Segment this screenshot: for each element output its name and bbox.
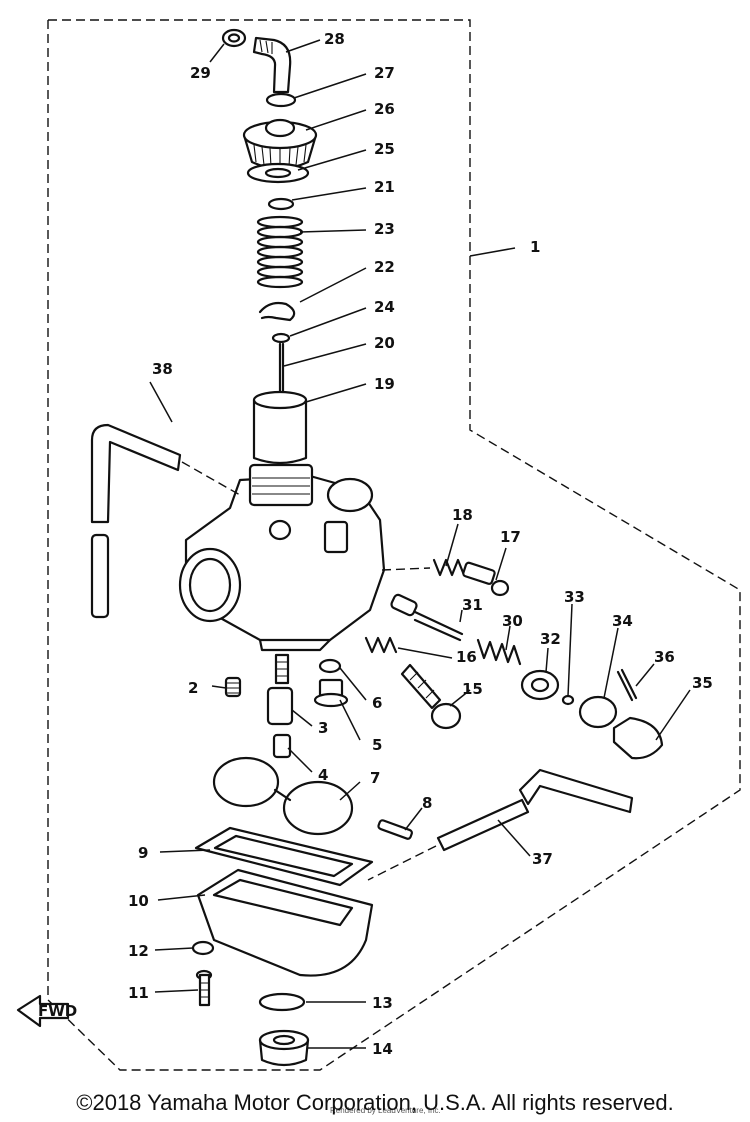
callout-15: 15 [462, 680, 483, 698]
forward-arrow-label: FWD [38, 1002, 77, 1020]
part-31-starter-plunger [390, 593, 464, 642]
callout-17: 17 [500, 528, 521, 546]
callout-26: 26 [374, 100, 395, 118]
leader-38-to-body [181, 461, 241, 496]
part-22-needle-holder [258, 301, 296, 322]
callout-23: 23 [374, 220, 395, 238]
part-18-spring [432, 558, 466, 577]
callout-28: 28 [324, 30, 345, 48]
callout-33: 33 [564, 588, 585, 606]
part-4-main-jet [272, 733, 292, 759]
part-15-screw [400, 663, 462, 730]
part-25-gasket [246, 162, 310, 184]
forward-arrow-icon: FWD [16, 994, 77, 1028]
callout-9: 9 [138, 844, 148, 862]
callout-6: 6 [372, 694, 382, 712]
callout-8: 8 [422, 794, 432, 812]
copyright-notice: ©2018 Yamaha Motor Corporation, U.S.A. A… [76, 1090, 674, 1115]
watermark-credit: Rendered by LeadVenture, Inc. [330, 1106, 441, 1115]
part-23-throttle-valve-spring [256, 215, 304, 289]
carburetor-body [178, 463, 386, 652]
part-11-screw [195, 969, 213, 1007]
part-28-elbow-pipe [252, 36, 292, 94]
callout-27: 27 [374, 64, 395, 82]
callout-31: 31 [462, 596, 483, 614]
callout-24: 24 [374, 298, 395, 316]
part-10-float-chamber [196, 868, 374, 977]
part-34-cap [578, 695, 618, 729]
part-17-throttle-stop-screw [462, 561, 510, 597]
assembly-boundary [47, 19, 741, 1071]
callout-34: 34 [612, 612, 633, 630]
leader-right-assembly [381, 567, 431, 571]
part-29-cap-nut [221, 28, 247, 48]
part-24-clip [271, 332, 291, 344]
callout-29: 29 [190, 64, 211, 82]
callout-13: 13 [372, 994, 393, 1012]
callout-22: 22 [374, 258, 395, 276]
callout-36: 36 [654, 648, 675, 666]
callout-35: 35 [692, 674, 713, 692]
part-30-spring [476, 638, 522, 666]
part-32-plunger-nut [520, 669, 560, 701]
part-21-ring [267, 197, 295, 211]
callout-1: 1 [530, 238, 540, 256]
part-27-washer [265, 92, 297, 108]
part-3-needle-jet [266, 653, 294, 726]
callout-16: 16 [456, 648, 477, 666]
callout-32: 32 [540, 630, 561, 648]
part-9-float-chamber-gasket [194, 826, 374, 887]
part-37-overflow-pipe [436, 768, 634, 852]
callout-4: 4 [318, 766, 328, 784]
callout-11: 11 [128, 984, 149, 1002]
part-5-plug [313, 678, 349, 708]
part-26-mixing-chamber-top [242, 118, 318, 170]
callout-19: 19 [374, 375, 395, 393]
part-36-cotter-pin [616, 668, 638, 702]
callout-21: 21 [374, 178, 395, 196]
callout-5: 5 [372, 736, 382, 754]
part-35-starter-knob [612, 716, 664, 760]
part-16-spring [364, 636, 398, 654]
callout-7: 7 [370, 769, 380, 787]
callout-12: 12 [128, 942, 149, 960]
part-38-air-vent-pipe [90, 423, 182, 619]
part-33-clip [561, 694, 575, 706]
callout-38: 38 [152, 360, 173, 378]
callout-37: 37 [532, 850, 553, 868]
part-6-washer [318, 658, 342, 674]
part-2-pilot-screw [224, 676, 242, 698]
callout-20: 20 [374, 334, 395, 352]
part-8-float-pin [377, 819, 413, 840]
part-20-jet-needle [278, 342, 285, 400]
callout-2: 2 [188, 679, 198, 697]
leader-37-to-chamber [367, 845, 437, 881]
callout-30: 30 [502, 612, 523, 630]
callout-10: 10 [128, 892, 149, 910]
part-19-throttle-valve [252, 390, 308, 465]
callout-14: 14 [372, 1040, 393, 1058]
part-7-float [212, 756, 354, 836]
part-12-washer [191, 940, 215, 956]
callout-leaders [149, 39, 691, 1049]
callout-25: 25 [374, 140, 395, 158]
part-14-drain-plug [258, 1029, 310, 1067]
callout-18: 18 [452, 506, 473, 524]
part-13-o-ring [258, 992, 306, 1012]
callout-3: 3 [318, 719, 328, 737]
